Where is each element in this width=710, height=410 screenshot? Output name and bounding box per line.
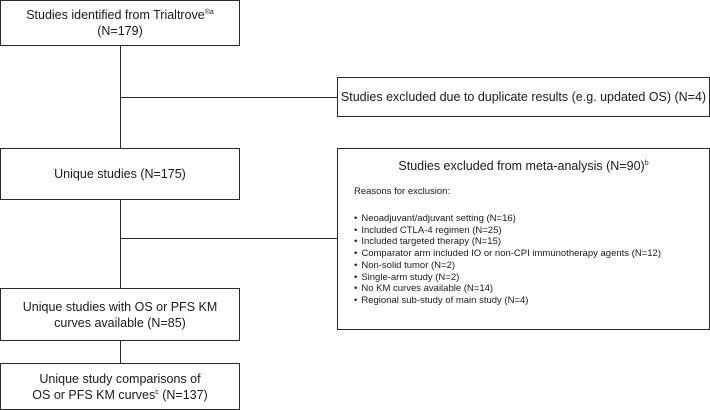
duplicates-exclusion-box: Studies excluded due to duplicate result…: [337, 77, 710, 117]
identified-studies-box: Studies identified from Trialtrove®a (N=…: [0, 0, 240, 46]
km-curves-line1: Unique studies with OS or PFS KM: [22, 299, 218, 314]
reason-item: Comparator arm included IO or non-CPI im…: [354, 248, 709, 260]
reason-item: No KM curves available (N=14): [354, 283, 709, 295]
meta-exclusion-title: Studies excluded from meta-analysis (N=9…: [398, 159, 649, 173]
reason-item: Included targeted therapy (N=15): [354, 236, 709, 248]
connector-main-vertical-3: [120, 341, 121, 363]
identified-studies-line1: Studies identified from Trialtrove®a: [26, 8, 214, 22]
reasons-heading: Reasons for exclusion:: [354, 186, 451, 197]
km-curves-available-box: Unique studies with OS or PFS KM curves …: [0, 288, 240, 341]
reason-item: Regional sub-study of main study (N=4): [354, 295, 709, 307]
duplicates-exclusion-text: Studies excluded due to duplicate result…: [340, 90, 707, 104]
reason-item: Single-arm study (N=2): [354, 272, 709, 284]
study-comparisons-line1: Unique study comparisons of: [39, 371, 201, 386]
identified-studies-count: (N=179): [97, 24, 143, 38]
unique-studies-text: Unique studies (N=175): [54, 167, 186, 181]
unique-studies-box: Unique studies (N=175): [0, 148, 240, 200]
meta-exclusion-box: Studies excluded from meta-analysis (N=9…: [337, 148, 710, 330]
connector-to-meta-exclusion: [120, 238, 337, 239]
reason-item: Included CTLA-4 regimen (N=25): [354, 225, 709, 237]
study-comparisons-box: Unique study comparisons of OS or PFS KM…: [0, 363, 240, 410]
reasons-list: Neoadjuvant/adjuvant setting (N=16) Incl…: [354, 213, 709, 307]
reason-item: Neoadjuvant/adjuvant setting (N=16): [354, 213, 709, 225]
study-comparisons-line2: OS or PFS KM curvesc (N=137): [32, 387, 208, 402]
reason-item: Non-solid tumor (N=2): [354, 260, 709, 272]
connector-main-vertical-2: [120, 200, 121, 288]
km-curves-line2: curves available (N=85): [54, 315, 186, 330]
connector-to-duplicates: [120, 97, 337, 98]
